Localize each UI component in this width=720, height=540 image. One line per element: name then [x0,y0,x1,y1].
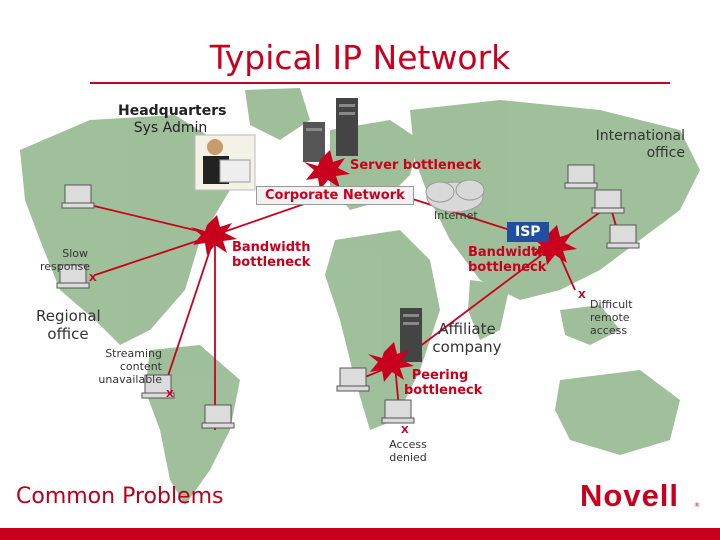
difficult-remote-access-label: Difficult remote access [590,298,633,337]
title-rule [90,82,670,84]
server-bottleneck-label: Server bottleneck [350,158,482,173]
hq-subtitle: Sys Admin [133,120,208,136]
peering-title: Peering [411,368,469,383]
access-title: Access [389,438,427,451]
affiliate-subtitle: company [432,338,502,356]
hq-label: Headquarters Sys Admin [118,103,227,137]
bandwidth-left-subtitle: bottleneck [232,255,311,270]
bandwidth-bottleneck-right: Bandwidth bottleneck [468,245,547,275]
slow-response-label: Slow response [40,247,90,273]
international-office-label: International office [585,128,685,162]
international-title: International [595,128,685,144]
peering-bottleneck-label: Peering bottleneck [404,368,483,398]
x-mark-slow: X [89,273,97,284]
page-title: Typical IP Network [209,38,511,77]
bottom-bar [0,528,720,540]
bottleneck-burst-icons [191,150,577,382]
access-subtitle: denied [389,451,427,464]
bandwidth-bottleneck-left: Bandwidth bottleneck [232,240,310,270]
server-icon-hq [303,98,358,162]
x-mark-access: X [401,425,409,436]
access-denied-label: Access denied [384,438,432,464]
difficult-line2: remote [590,311,630,324]
streaming-line2: content [119,360,162,373]
difficult-line3: access [590,324,628,337]
internet-label: Internet [434,209,478,222]
corporate-network-label: Corporate Network [256,186,414,205]
affiliate-company-label: Affiliate company [432,320,502,356]
bandwidth-left-title: Bandwidth [232,240,311,255]
server-icon-affiliate [400,308,422,362]
international-subtitle: office [646,145,685,161]
footer-common-problems: Common Problems [16,484,224,509]
bandwidth-right-title: Bandwidth [468,245,547,260]
x-mark-streaming: X [166,389,174,400]
internet-cloud-icon [425,179,485,213]
slow-response-subtitle: response [40,260,90,273]
regional-title: Regional [36,307,101,325]
isp-label: ISP [507,222,549,242]
sys-admin-person-icon [194,134,256,191]
difficult-line1: Difficult [590,298,633,311]
affiliate-title: Affiliate [438,320,496,338]
x-mark-remote: X [578,290,586,301]
trademark-mark: ® [694,502,700,509]
slow-response-title: Slow [62,247,88,260]
peering-subtitle: bottleneck [404,383,483,398]
streaming-label: Streaming content unavailable [98,347,162,386]
hq-title: Headquarters [118,103,227,119]
laptop-icons [56,164,640,429]
streaming-line1: Streaming [105,347,162,360]
streaming-line3: unavailable [98,373,162,386]
regional-subtitle: office [47,325,89,343]
bandwidth-right-subtitle: bottleneck [468,260,547,275]
regional-office-label: Regional office [36,307,101,343]
novell-logo: Novell [580,478,680,513]
